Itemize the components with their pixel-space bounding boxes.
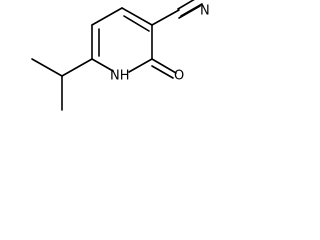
bond-c4-c5-inner [123, 15, 150, 32]
bond-c4-c5 [121, 7, 153, 26]
bond-c3-cn [151, 9, 180, 26]
carbonyl-oxygen-label: O [174, 69, 184, 84]
bond-cn-triple-1 [177, 0, 195, 10]
bond-n-c2 [128, 58, 153, 73]
bond-cn-triple-3 [180, 3, 203, 17]
bond-c5-c6 [91, 7, 123, 26]
nitrile-nitrogen-label: N [200, 4, 210, 19]
bond-c2-o-double [151, 65, 174, 79]
bond-c2-o [151, 58, 177, 74]
bond-c7-n [91, 58, 114, 72]
bond-isopropyl-methyl-1 [31, 58, 63, 77]
ring-nitrogen-label: NH [110, 69, 130, 84]
chemical-structure-diagram: N NH O [31, 0, 210, 111]
bond-c7-isopropyl [61, 58, 93, 77]
